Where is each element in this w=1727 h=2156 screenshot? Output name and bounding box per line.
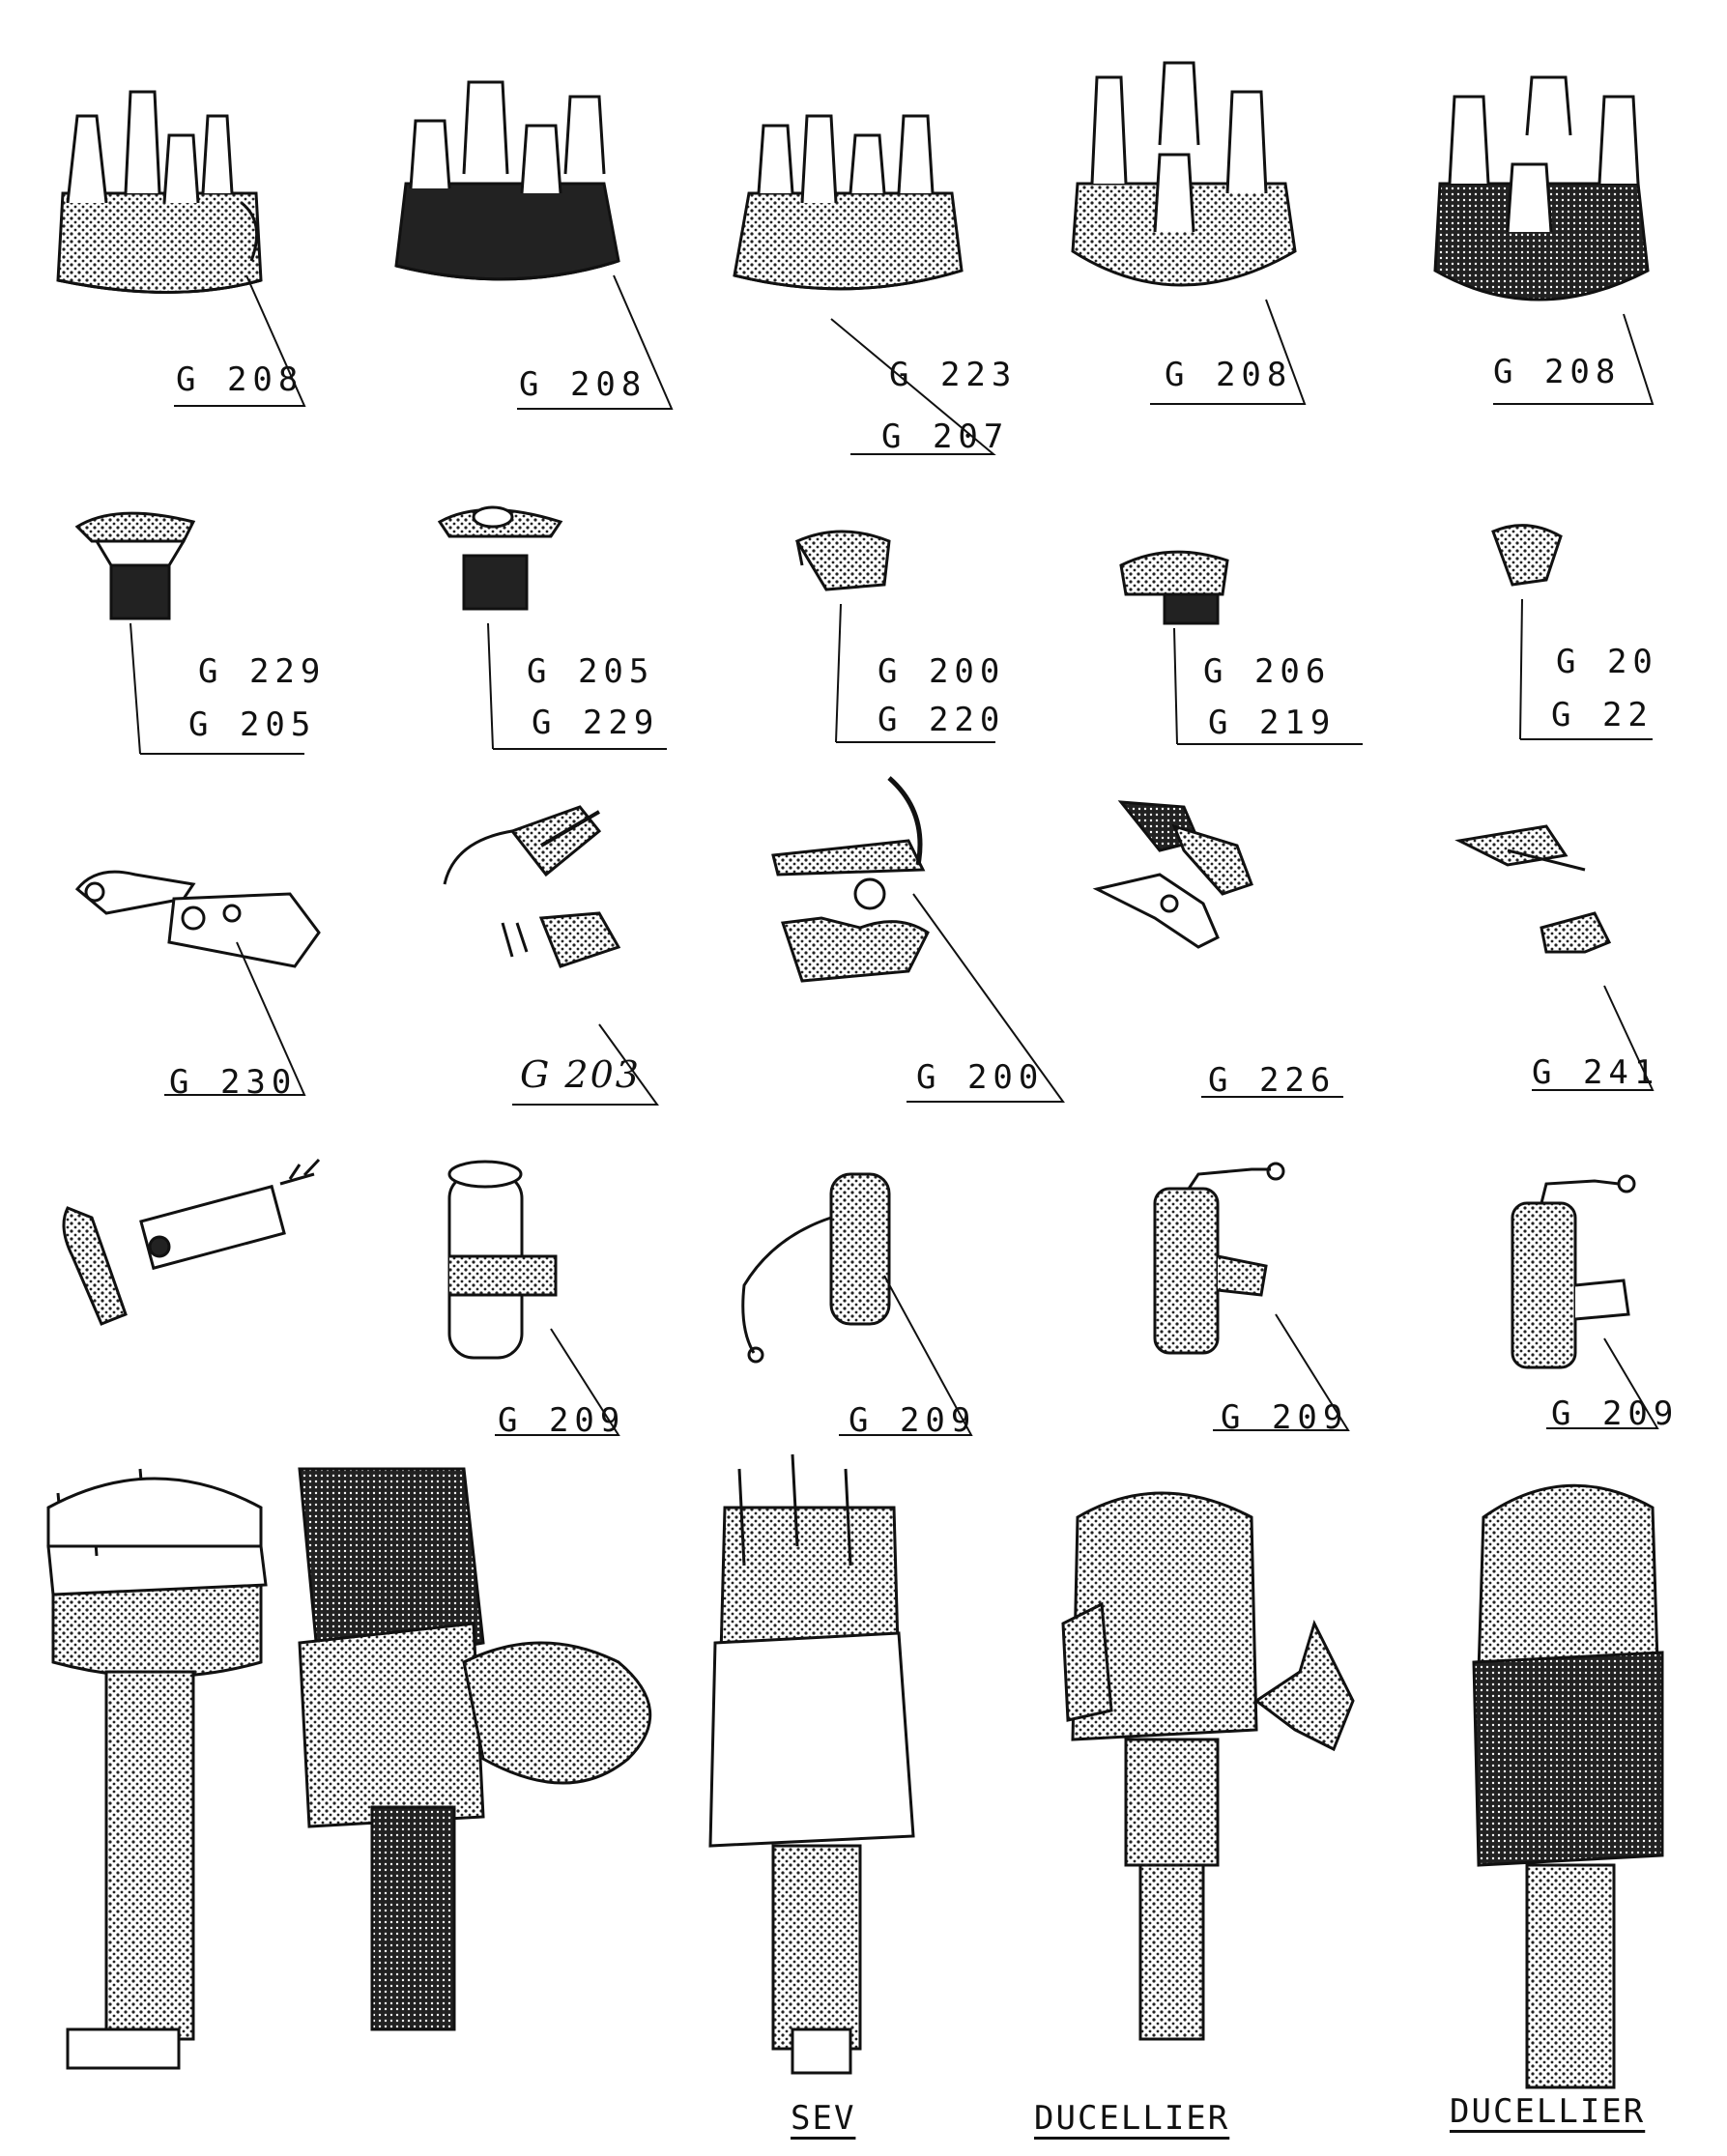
distributor-icon <box>708 1453 915 2075</box>
distributor-cap-icon <box>56 90 263 294</box>
part-number-label: G 209 <box>1221 1398 1349 1437</box>
part-number-label: G 208 <box>1165 356 1293 394</box>
part-number-label: G 209 <box>1551 1394 1680 1433</box>
rotor-icon <box>794 530 891 591</box>
part-number-label: G 229 <box>532 704 660 742</box>
contact-breaker-icon <box>74 870 321 968</box>
condenser-icon <box>1153 1162 1285 1355</box>
rotor-icon <box>74 511 196 620</box>
part-number-label: G 230 <box>169 1063 298 1102</box>
distributor-icon <box>298 1467 652 2031</box>
distributor-cap-icon <box>394 80 620 281</box>
part-number-label: G 220 <box>878 701 1006 739</box>
condenser-icon <box>447 1160 558 1360</box>
part-number-label: G 208 <box>1493 353 1622 391</box>
distributor-icon <box>1061 1491 1355 2041</box>
part-number-label: G 205 <box>188 705 317 744</box>
condenser-icon <box>741 1172 891 1364</box>
distributor-icon <box>46 1468 268 2070</box>
part-number-label: G 204 <box>1556 643 1653 681</box>
part-number-label: G 206 <box>1203 652 1332 691</box>
rotor-icon <box>1491 524 1563 587</box>
part-number-label: G 200 <box>878 652 1006 691</box>
condenser-icon <box>62 1158 321 1326</box>
contact-breaker-icon <box>1454 824 1612 954</box>
contact-breaker-icon <box>1092 800 1253 949</box>
contact-breaker-icon <box>771 776 930 983</box>
part-number-label: G 203 <box>520 1053 641 1096</box>
condenser-icon <box>1511 1174 1636 1369</box>
distributor-cap-icon <box>1433 75 1650 302</box>
distributor-cap-icon <box>733 114 964 291</box>
brand-label: DUCELLIER <box>1034 2099 1230 2138</box>
distributor-icon <box>1472 1483 1664 2089</box>
part-number-label: G 207 <box>881 417 1010 456</box>
part-number-label: G 229 <box>198 652 327 691</box>
rotor-icon <box>1119 550 1229 625</box>
part-number-label: G 219 <box>1208 704 1337 742</box>
part-number-label: G 209 <box>498 1401 626 1440</box>
part-number-label: G 220 <box>1551 696 1653 734</box>
part-number-label: G 208 <box>176 360 304 399</box>
distributor-cap-icon <box>1071 61 1297 287</box>
part-number-label: G 208 <box>519 365 648 404</box>
rotor-icon <box>437 505 563 611</box>
brand-label: SEV <box>791 2099 856 2138</box>
contact-breaker-icon <box>443 805 621 968</box>
part-number-label: G 205 <box>527 652 655 691</box>
part-number-label: G 226 <box>1208 1061 1337 1100</box>
brand-label: DUCELLIER <box>1450 2092 1646 2131</box>
part-number-label: G 209 <box>849 1401 977 1440</box>
part-number-label: G 200 <box>916 1058 1045 1097</box>
part-number-label: G 241 <box>1532 1053 1660 1092</box>
part-number-label: G 223 <box>889 356 1018 394</box>
leader-lines <box>130 274 1659 1436</box>
